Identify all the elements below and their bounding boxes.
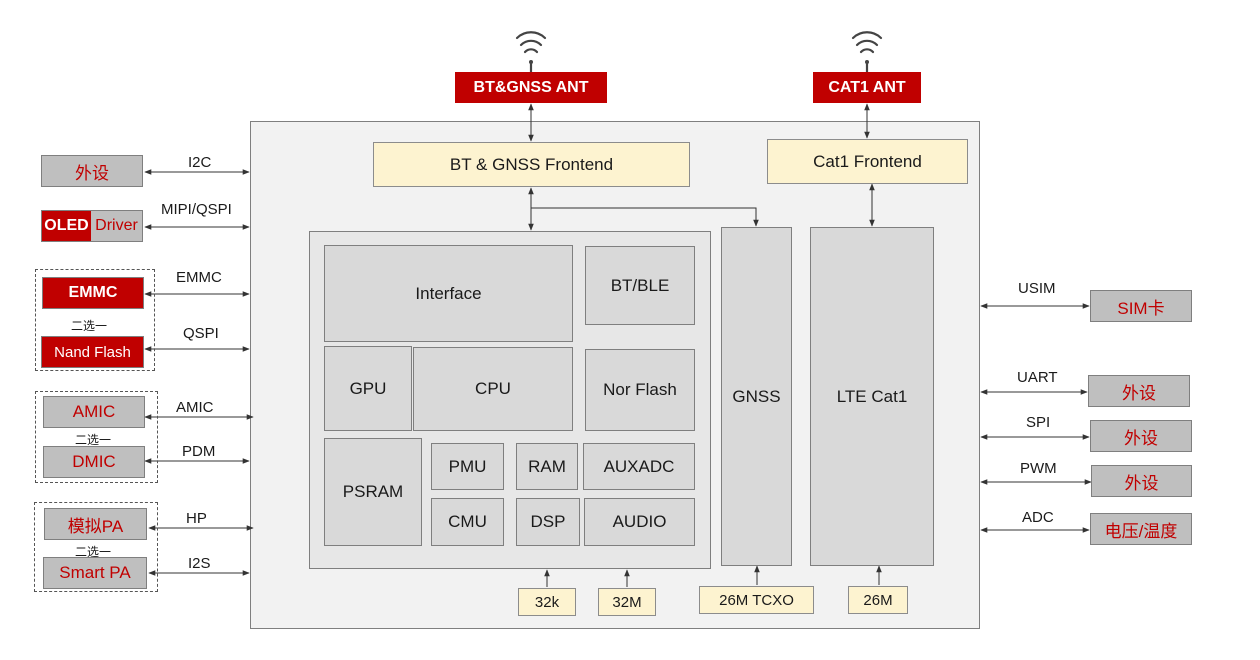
nand-flash-box: Nand Flash <box>41 336 144 368</box>
clock-26m-tcxo: 26M TCXO <box>699 586 814 614</box>
nor-flash-block: Nor Flash <box>585 349 695 431</box>
bt-gnss-antenna: BT&GNSS ANT <box>455 72 607 103</box>
emmc-box: EMMC <box>42 277 144 309</box>
bt-ble-block: BT/BLE <box>585 246 695 325</box>
clock-26m: 26M <box>848 586 908 614</box>
cmu-block: CMU <box>431 498 504 546</box>
gnss-block: GNSS <box>721 227 792 566</box>
clock-32m: 32M <box>598 588 656 616</box>
qspi-label: QSPI <box>183 325 219 342</box>
lte-cat1-block: LTE Cat1 <box>810 227 934 566</box>
dmic-box: DMIC <box>43 446 145 478</box>
clock-32k: 32k <box>518 588 576 616</box>
pdm-label: PDM <box>182 443 216 460</box>
interface-block: Interface <box>324 245 573 342</box>
choose-one-mic: 二选一 <box>75 433 112 447</box>
peripheral-uart: 外设 <box>1088 375 1190 407</box>
pwm-label: PWM <box>1020 460 1057 477</box>
smart-pa-box: Smart PA <box>43 557 147 589</box>
ram-block: RAM <box>516 443 578 490</box>
i2s-label: I2S <box>188 555 211 572</box>
voltage-temperature-box: 电压/温度 <box>1090 513 1192 545</box>
emmc-label: EMMC <box>176 269 222 286</box>
mic-group <box>35 391 158 483</box>
driver-label: Driver <box>91 211 142 241</box>
sim-card-box: SIM卡 <box>1090 290 1192 322</box>
peripheral-spi: 外设 <box>1090 420 1192 452</box>
peripheral-pwm: 外设 <box>1091 465 1192 497</box>
adc-label: ADC <box>1022 509 1054 526</box>
pmu-block: PMU <box>431 443 504 490</box>
analog-pa-box: 模拟PA <box>44 508 147 540</box>
i2c-label: I2C <box>188 154 212 171</box>
spi-label: SPI <box>1026 414 1051 431</box>
amic-label: AMIC <box>176 399 214 416</box>
usim-label: USIM <box>1018 280 1056 297</box>
amic-box: AMIC <box>43 396 145 428</box>
uart-label: UART <box>1017 369 1058 386</box>
choose-one-storage: 二选一 <box>71 319 108 333</box>
oled-label: OLED <box>42 211 92 241</box>
storage-group <box>35 269 155 371</box>
oled-driver: OLED Driver <box>41 210 143 242</box>
auxadc-block: AUXADC <box>583 443 695 490</box>
cpu-block: CPU <box>413 347 573 431</box>
pa-group <box>34 502 158 592</box>
peripheral-i2c: 外设 <box>41 155 143 187</box>
choose-one-pa: 二选一 <box>75 545 112 559</box>
mipi-qspi-label: MIPI/QSPI <box>161 201 232 218</box>
dsp-block: DSP <box>516 498 580 546</box>
bt-gnss-frontend: BT & GNSS Frontend <box>373 142 690 187</box>
audio-block: AUDIO <box>584 498 695 546</box>
hp-label: HP <box>186 510 207 527</box>
cat1-frontend: Cat1 Frontend <box>767 139 968 184</box>
wifi-signal-icon <box>515 31 547 74</box>
cat1-antenna: CAT1 ANT <box>813 72 921 103</box>
psram-block: PSRAM <box>324 438 422 546</box>
wifi-signal-icon <box>851 31 883 74</box>
gpu-block: GPU <box>324 346 412 431</box>
